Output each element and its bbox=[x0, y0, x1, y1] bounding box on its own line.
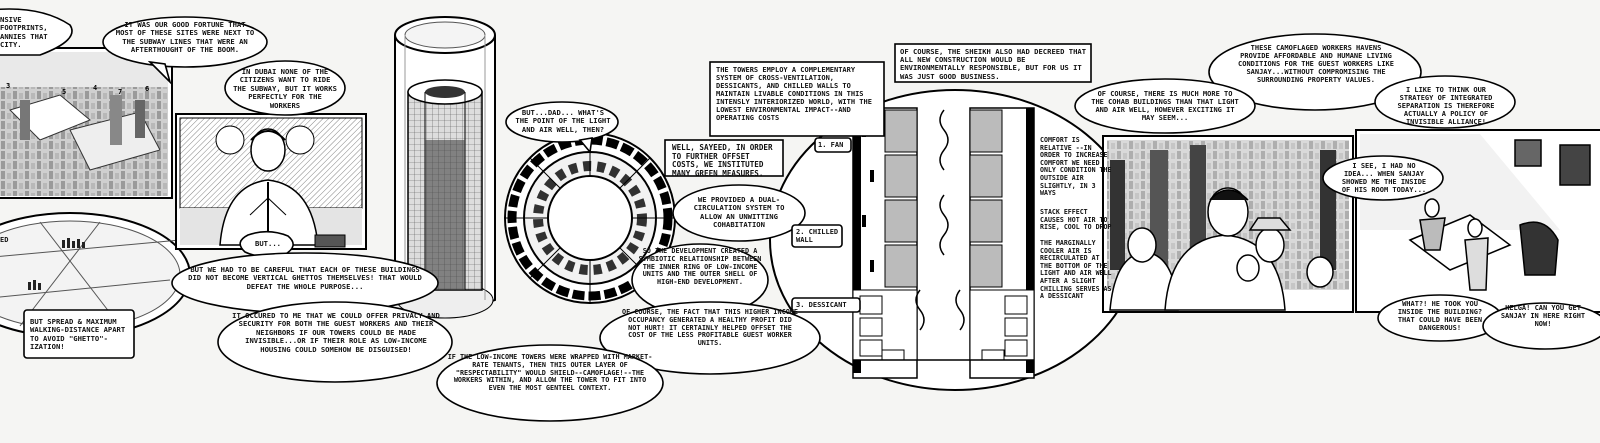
city-number: 3 bbox=[6, 82, 10, 90]
speech-bubbles bbox=[0, 8, 1600, 422]
bubble-footprints: NSIVE FOOTPRINTS, ANNIES THAT CITY. bbox=[0, 15, 48, 50]
city-number: 7 bbox=[118, 88, 122, 96]
bubble-but: BUT... bbox=[255, 239, 281, 248]
caption-green-measures: WELL, SAYEED, IN ORDER TO FURTHER OFFSET… bbox=[672, 143, 773, 178]
bubble-much-more: OF COURSE, THERE IS MUCH MORE TO THE COH… bbox=[1091, 90, 1239, 122]
sheikh-panel bbox=[175, 113, 367, 250]
bubble-light-air-well: BUT...DAD... WHAT'S THE POINT OF THE LIG… bbox=[515, 108, 611, 134]
ventilation-section-diagram bbox=[769, 89, 1141, 391]
workers-panel bbox=[1102, 135, 1354, 313]
note-stack-effect: STACK EFFECT CAUSES HOT AIR TO RISE, COO… bbox=[1040, 208, 1112, 232]
city-number-labels: 3 5 4 7 6 bbox=[6, 82, 149, 96]
bubble-invisible-alliance: I LIKE TO THINK OUR STRATEGY OF INTEGRAT… bbox=[1397, 86, 1495, 126]
site-plan-circle bbox=[0, 212, 191, 338]
bubble-dual-circulation: WE PROVIDED A DUAL-CIRCULATION SYSTEM TO… bbox=[693, 195, 785, 230]
bubble-healthy-profit: OF COURSE, THE FACT THAT THIS HIGHER INC… bbox=[622, 308, 798, 348]
city-number: 4 bbox=[93, 84, 97, 92]
caption-spread-apart: BUT SPREAD & MAXIMUM WALKING-DISTANCE AP… bbox=[30, 317, 126, 352]
city-panel: 3 5 4 7 6 bbox=[0, 47, 173, 199]
label-dessicant: 3. DESSICANT bbox=[796, 301, 847, 309]
caption-sheikh-decreed: OF COURSE, THE SHEIKH ALSO HAD DECREED T… bbox=[900, 47, 1087, 81]
bubble-symbiotic: SO THE DEVELOPMENT CREATED A SYMBIOTIC R… bbox=[638, 247, 762, 287]
bubble-good-fortune: IT WAS OUR GOOD FORTUNE THAT MOST OF THE… bbox=[115, 20, 255, 55]
label-fan: 1. FAN bbox=[818, 141, 844, 149]
note-comfort: COMFORT IS RELATIVE --IN ORDER TO INCREA… bbox=[1040, 136, 1112, 198]
circular-floor-plan bbox=[504, 132, 676, 304]
caption-towers-employ: THE TOWERS EMPLOY A COMPLEMENTARY SYSTEM… bbox=[716, 66, 872, 122]
city-number: 5 bbox=[62, 88, 66, 96]
bubble-privacy-security: IT OCCURED TO ME THAT WE COULD OFFER PRI… bbox=[232, 311, 440, 354]
bubble-i-see: I SEE, I HAD NO IDEA... WHEN SANJAY SHOW… bbox=[1341, 162, 1427, 194]
bubble-careful-ghettos: BUT WE HAD TO BE CAREFUL THAT EACH OF TH… bbox=[188, 265, 422, 291]
city-number: 6 bbox=[145, 85, 149, 93]
bubble-what: WHAT?! HE TOOK YOU INSIDE THE BUILDING? … bbox=[1397, 300, 1483, 332]
bubble-camoflaged-havens: THESE CAMOFLAGED WORKERS HAVENS PROVIDE … bbox=[1238, 44, 1394, 84]
tower-cutaway bbox=[394, 16, 496, 319]
label-ed: ED bbox=[0, 236, 9, 244]
bubble-helga: HELGA! CAN YOU GET SANJAY IN HERE RIGHT … bbox=[1500, 304, 1586, 328]
bubble-camoflage: IF THE LOW-INCOME TOWERS WERE WRAPPED WI… bbox=[447, 353, 653, 393]
label-chilled-wall: 2. CHILLED WALL bbox=[796, 228, 839, 245]
note-recirculated: THE MARGINALLY COOLER AIR IS RECIRCULATE… bbox=[1040, 239, 1112, 301]
bubble-dubai-subway: IN DUBAI NONE OF THE CITIZENS WANT TO RI… bbox=[233, 67, 337, 110]
